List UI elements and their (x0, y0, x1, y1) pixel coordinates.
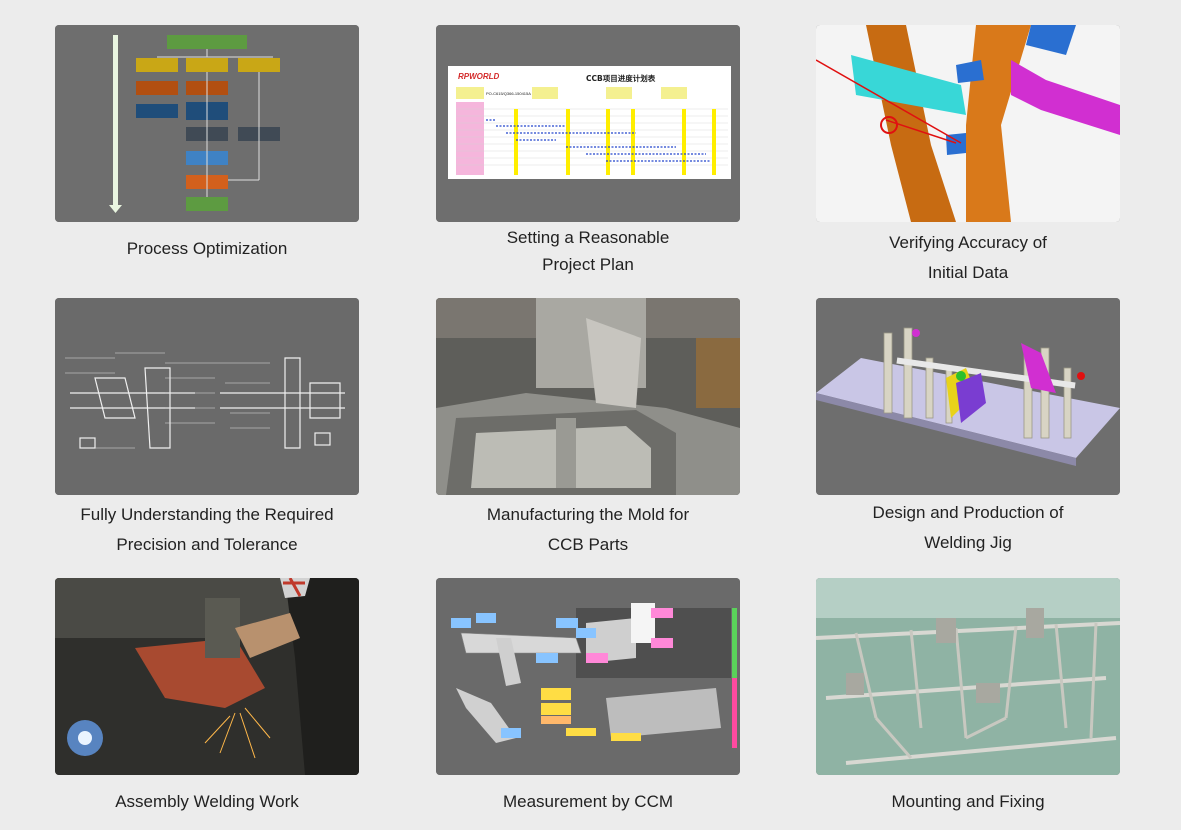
mounted-frame-photo-image (816, 578, 1120, 775)
card-caption: Measurement by CCM (416, 787, 760, 817)
caption-line: Fully Understanding the Required (80, 505, 334, 524)
card-welding-jig[interactable]: Design and Production of Welding Jig (816, 298, 1120, 552)
caption-line: Mounting and Fixing (891, 792, 1045, 811)
welding-photo-image (55, 578, 359, 775)
card-initial-data[interactable]: Verifying Accuracy of Initial Data (816, 25, 1120, 282)
welding-jig-model-image (816, 298, 1120, 495)
card-precision-tolerance[interactable]: Fully Understanding the Required Precisi… (55, 298, 359, 554)
card-project-plan[interactable]: RPWORLD CCB项目进度计划表 PO-C615/Q366-150415A (436, 25, 740, 274)
process-flowchart-image (55, 25, 359, 222)
rpworld-logo: RPWORLD (458, 72, 500, 81)
caption-line: Precision and Tolerance (116, 535, 298, 554)
card-caption: Assembly Welding Work (35, 787, 379, 817)
card-caption: Manufacturing the Mold for CCB Parts (416, 500, 760, 560)
caption-line: Design and Production of (872, 503, 1064, 522)
caption-line: Project Plan (542, 255, 634, 274)
caption-line: CCB Parts (547, 535, 629, 554)
card-caption: Process Optimization (35, 234, 379, 264)
card-caption: Verifying Accuracy of Initial Data (796, 228, 1140, 288)
mold-photo-image (436, 298, 740, 495)
caption-line: Manufacturing the Mold for (486, 505, 690, 524)
ccm-report-image (436, 578, 740, 775)
card-caption: Design and Production of Welding Jig (796, 498, 1140, 558)
caption-line: Initial Data (927, 263, 1009, 282)
project-plan-spreadsheet-image: RPWORLD CCB项目进度计划表 PO-C615/Q366-150415A (436, 25, 740, 222)
caption-line: Process Optimization (126, 239, 288, 258)
cad-model-image (816, 25, 1120, 222)
card-mounting-fixing[interactable]: Mounting and Fixing (816, 578, 1120, 811)
caption-line: Verifying Accuracy of (889, 233, 1047, 252)
plan-heading: CCB项目进度计划表 (586, 73, 656, 83)
card-process-optimization[interactable]: Process Optimization (55, 25, 359, 258)
card-assembly-welding[interactable]: Assembly Welding Work (55, 578, 359, 811)
card-caption: Setting a Reasonable Project Plan (416, 224, 760, 278)
caption-line: Setting a Reasonable (506, 228, 670, 247)
caption-line: Measurement by CCM (502, 792, 674, 811)
technical-drawing-image (55, 298, 359, 495)
card-caption: Fully Understanding the Required Precisi… (35, 500, 379, 560)
project-number: PO-C615/Q366-150415A (486, 91, 531, 96)
card-mold-manufacturing[interactable]: Manufacturing the Mold for CCB Parts (436, 298, 740, 554)
caption-line: Assembly Welding Work (115, 792, 299, 811)
caption-line: Welding Jig (924, 533, 1012, 552)
card-ccm-measurement[interactable]: Measurement by CCM (436, 578, 740, 811)
card-caption: Mounting and Fixing (796, 787, 1140, 817)
